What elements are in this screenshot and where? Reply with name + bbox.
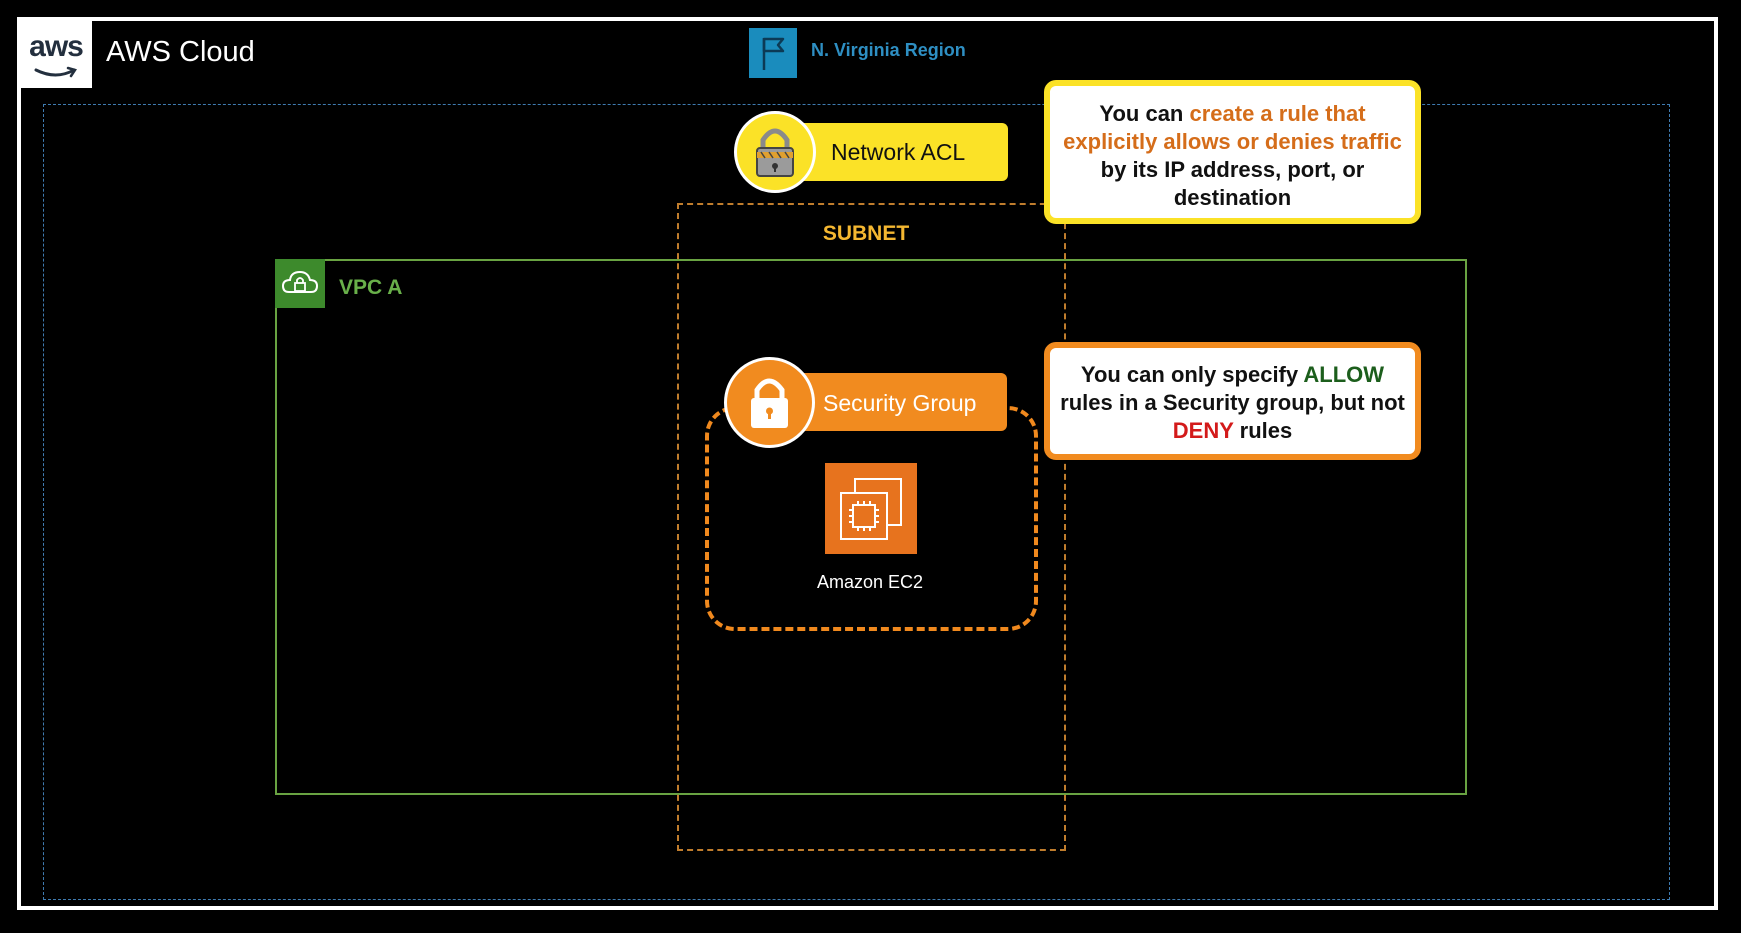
security-group-callout: You can only specify ALLOW rules in a Se… [1044,342,1421,460]
subnet-boundary [677,203,1066,851]
padlock-icon [734,111,816,193]
ec2-chip-icon [825,463,917,554]
cloud-lock-icon [275,259,325,308]
network-acl-label: Network ACL [831,139,966,165]
vpc-label: VPC A [339,276,403,299]
subnet-label: SUBNET [822,222,910,245]
aws-logo-text: aws [29,30,84,63]
nacl-callout-line1: You can create a rule that [1099,101,1366,126]
aws-logo: aws [20,20,92,88]
aws-cloud-frame [17,17,1718,910]
region-boundary [43,104,1670,900]
sg-callout-line1: You can only specify ALLOW [1080,362,1385,387]
aws-smile-icon [34,66,77,78]
sg-callout-line3: DENY rules [1172,418,1293,443]
nacl-callout-line2: explicitly allows or denies traffic [1063,129,1402,154]
region-label: N. Virginia Region [811,40,966,60]
nacl-callout-line3: by its IP address, port, or [1100,157,1365,182]
vpc-boundary [275,259,1467,795]
nacl-callout: You can create a rule that explicitly al… [1044,80,1421,224]
ec2-label: Amazon EC2 [816,572,924,592]
sg-callout-line2: rules in a Security group, but not [1060,390,1405,415]
nacl-callout-line4: destination [1173,185,1292,210]
network-acl-badge [800,123,1008,181]
security-group-badge [800,373,1007,431]
security-group-label: Security Group [823,390,977,416]
flag-icon [749,28,797,78]
aws-cloud-title: AWS Cloud [106,36,255,68]
padlock-icon [724,357,815,448]
